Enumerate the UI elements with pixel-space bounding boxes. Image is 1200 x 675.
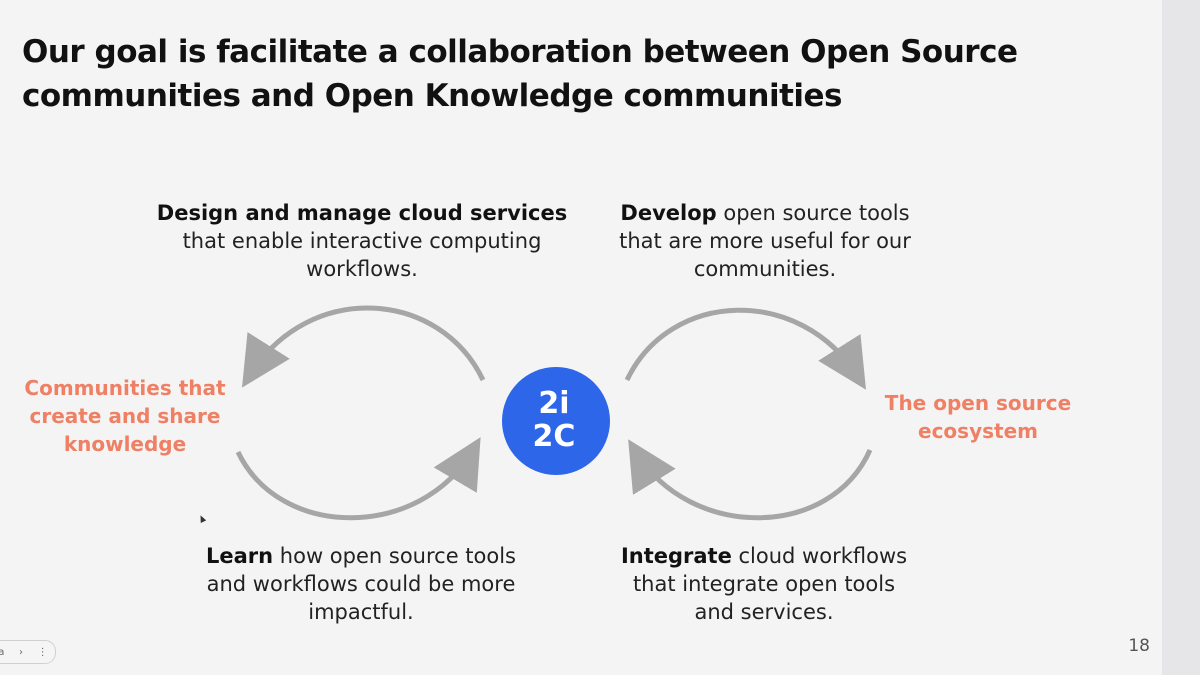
- design-manage-line-2: workflows.: [306, 257, 418, 281]
- integrate-line-2: and services.: [694, 600, 834, 624]
- open-source-ecosystem-label: The open source ecosystem: [860, 389, 1096, 445]
- page-number: 18: [1128, 636, 1150, 656]
- cycle-arrows: [235, 305, 873, 521]
- integrate-line-1: that integrate open tools: [632, 572, 896, 596]
- logo-text-top: 2i: [538, 386, 569, 421]
- design-manage-block: Design and manage cloud services that en…: [140, 199, 584, 283]
- next-icon[interactable]: ›: [19, 646, 24, 658]
- right-side-panel: [1162, 0, 1200, 675]
- learn-line-0: how open source tools: [273, 544, 516, 568]
- integrate-line-0: cloud workflows: [731, 544, 908, 568]
- develop-line-1: that are more useful for our: [619, 229, 911, 253]
- learn-block: Learn how open source tools and workflow…: [168, 542, 554, 626]
- arrow-top-right: [624, 307, 867, 390]
- develop-line-0: open source tools: [716, 201, 910, 225]
- develop-block: Develop open source tools that are more …: [580, 199, 950, 283]
- learn-line-2: impactful.: [308, 600, 414, 624]
- toolbar-item-a[interactable]: a: [0, 646, 5, 658]
- ecosystem-label-line-2: ecosystem: [918, 419, 1038, 443]
- 2i2c-logo-mark: 2i 2C: [533, 386, 576, 454]
- slide-title: Our goal is facilitate a collaboration b…: [22, 34, 1018, 114]
- arrow-top-left: [241, 305, 486, 388]
- develop-heading: Develop: [620, 201, 717, 225]
- develop-line-2: communities.: [693, 257, 837, 281]
- design-manage-heading: Design and manage cloud services: [156, 201, 568, 225]
- integrate-heading: Integrate: [620, 544, 732, 568]
- 2i2c-logo: 2i 2C: [502, 367, 610, 475]
- communities-label: Communities that create and share knowle…: [10, 374, 240, 458]
- logo-text-bottom: 2C: [533, 419, 576, 454]
- design-manage-line-1: that enable interactive computing: [182, 229, 542, 253]
- arrow-bottom-left: [235, 437, 481, 521]
- learn-line-1: and workflows could be more: [206, 572, 516, 596]
- more-options-icon[interactable]: ⋮: [37, 646, 48, 658]
- integrate-block: Integrate cloud workflows that integrate…: [590, 542, 938, 626]
- slide: Our goal is facilitate a collaboration b…: [0, 34, 1150, 664]
- communities-label-line-3: knowledge: [63, 432, 187, 456]
- communities-label-line-1: Communities that: [24, 376, 226, 400]
- learn-heading: Learn: [206, 544, 274, 568]
- ecosystem-label-line-1: The open source: [884, 391, 1072, 415]
- communities-label-line-2: create and share: [29, 404, 221, 428]
- arrow-bottom-right: [628, 439, 873, 521]
- slide-nav-toolbar[interactable]: a › ⋮: [0, 640, 56, 664]
